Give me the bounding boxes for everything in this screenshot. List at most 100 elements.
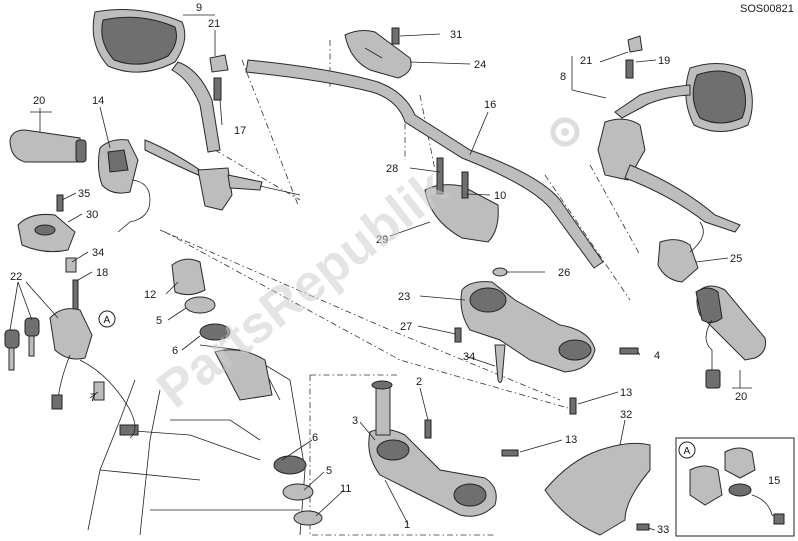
label-21-right: 21 xyxy=(580,55,592,67)
label-11: 11 xyxy=(340,483,351,495)
seal-5-upper xyxy=(184,296,216,314)
label-19: 19 xyxy=(658,55,670,67)
label-3: 3 xyxy=(352,415,358,427)
diagram-code: SOS00821 xyxy=(740,3,794,15)
label-31: 31 xyxy=(450,29,462,41)
clutch-lever xyxy=(144,139,207,180)
mirror-adapter-left xyxy=(209,54,229,73)
lower-bore-right xyxy=(453,483,487,507)
label-35: 35 xyxy=(78,188,90,200)
part-labels: 9 21 17 20 14 35 30 34 18 22 7 31 24 16 … xyxy=(10,2,747,536)
right-switch xyxy=(657,239,699,283)
label-1: 1 xyxy=(404,519,410,531)
label-13-lower: 13 xyxy=(565,434,577,446)
left-switch-cable xyxy=(117,179,151,233)
detail-marker-a: A xyxy=(98,310,116,328)
label-30: 30 xyxy=(86,209,98,221)
label-24: 24 xyxy=(474,59,486,71)
right-mirror xyxy=(614,63,753,132)
crown-bore-left xyxy=(469,287,507,313)
bearing-6-upper xyxy=(199,323,231,341)
screw-13a xyxy=(569,397,577,415)
handlebar-riser xyxy=(424,184,499,243)
label-17: 17 xyxy=(234,125,246,137)
mirror-screw-right xyxy=(625,59,634,79)
ignition-lock xyxy=(49,308,93,360)
label-22: 22 xyxy=(10,271,22,283)
label-34-left: 34 xyxy=(92,247,104,259)
upper-clamp xyxy=(344,30,412,79)
left-grip-end xyxy=(75,139,87,163)
spacer-34-left xyxy=(65,257,77,273)
mirror-adapter-right xyxy=(627,35,643,53)
clutch-master xyxy=(197,167,233,211)
spacer-34 xyxy=(494,344,506,383)
seal-5-lower xyxy=(282,483,314,501)
pin-2 xyxy=(424,419,432,439)
riser-bolt-2 xyxy=(461,171,469,199)
keys xyxy=(4,317,40,371)
cover-32 xyxy=(544,442,651,536)
frame-clip xyxy=(119,424,139,436)
right-switch-cable xyxy=(705,319,713,370)
label-29: 29 xyxy=(376,234,388,246)
handlebar-tube xyxy=(245,59,604,269)
steering-head xyxy=(214,349,273,401)
crown-bore-right xyxy=(558,339,592,361)
label-9: 9 xyxy=(196,2,202,14)
label-2: 2 xyxy=(416,376,422,388)
right-connector xyxy=(705,369,721,389)
label-6-lower: 6 xyxy=(312,432,318,444)
label-13-upper: 13 xyxy=(620,387,632,399)
screw-13b xyxy=(501,449,519,457)
label-16: 16 xyxy=(484,99,496,111)
screw-35 xyxy=(56,194,64,212)
label-32: 32 xyxy=(620,409,632,421)
brake-lever xyxy=(624,164,741,233)
label-7: 7 xyxy=(90,392,96,404)
label-21-left: 21 xyxy=(208,18,220,30)
svg-text:A: A xyxy=(104,315,111,326)
leader-lines xyxy=(9,14,752,531)
detail-inset-content xyxy=(689,447,785,525)
label-6-upper: 6 xyxy=(172,345,178,357)
ignition-connector xyxy=(51,394,63,410)
label-4: 4 xyxy=(654,350,660,362)
label-33: 33 xyxy=(657,524,669,536)
label-20-left: 20 xyxy=(33,95,45,107)
steering-stem xyxy=(375,384,391,436)
bearing-6-lower xyxy=(273,455,307,475)
clip-7 xyxy=(93,381,105,401)
label-5-upper: 5 xyxy=(156,315,162,327)
clamp-screw xyxy=(391,27,400,45)
label-23: 23 xyxy=(398,291,410,303)
label-14: 14 xyxy=(92,95,104,107)
label-12: 12 xyxy=(144,289,156,301)
left-mirror xyxy=(92,9,221,153)
mirror-screw-left xyxy=(213,77,222,101)
svg-text:A: A xyxy=(684,446,691,457)
washer-26 xyxy=(492,267,508,277)
label-5-lower: 5 xyxy=(326,465,332,477)
ignition-switch xyxy=(171,258,206,296)
label-27: 27 xyxy=(400,321,412,333)
riser-bolt xyxy=(436,157,444,195)
label-28: 28 xyxy=(386,163,398,175)
label-10: 10 xyxy=(494,190,506,202)
screw-33 xyxy=(636,523,650,531)
label-15: 15 xyxy=(768,475,780,487)
dust-seal-11 xyxy=(293,510,323,526)
lower-bore-left xyxy=(376,439,410,461)
detail-marker-a-inset: A xyxy=(678,441,696,459)
label-34-right: 34 xyxy=(463,351,475,363)
brake-master-cylinder xyxy=(597,118,646,181)
left-grip xyxy=(9,129,83,163)
gear-icon xyxy=(550,117,580,147)
label-18: 18 xyxy=(96,267,108,279)
label-25: 25 xyxy=(730,253,742,265)
label-26: 26 xyxy=(558,267,570,279)
label-8: 8 xyxy=(560,71,566,83)
screw-27 xyxy=(454,327,462,343)
pinch-screw-4 xyxy=(619,347,639,355)
